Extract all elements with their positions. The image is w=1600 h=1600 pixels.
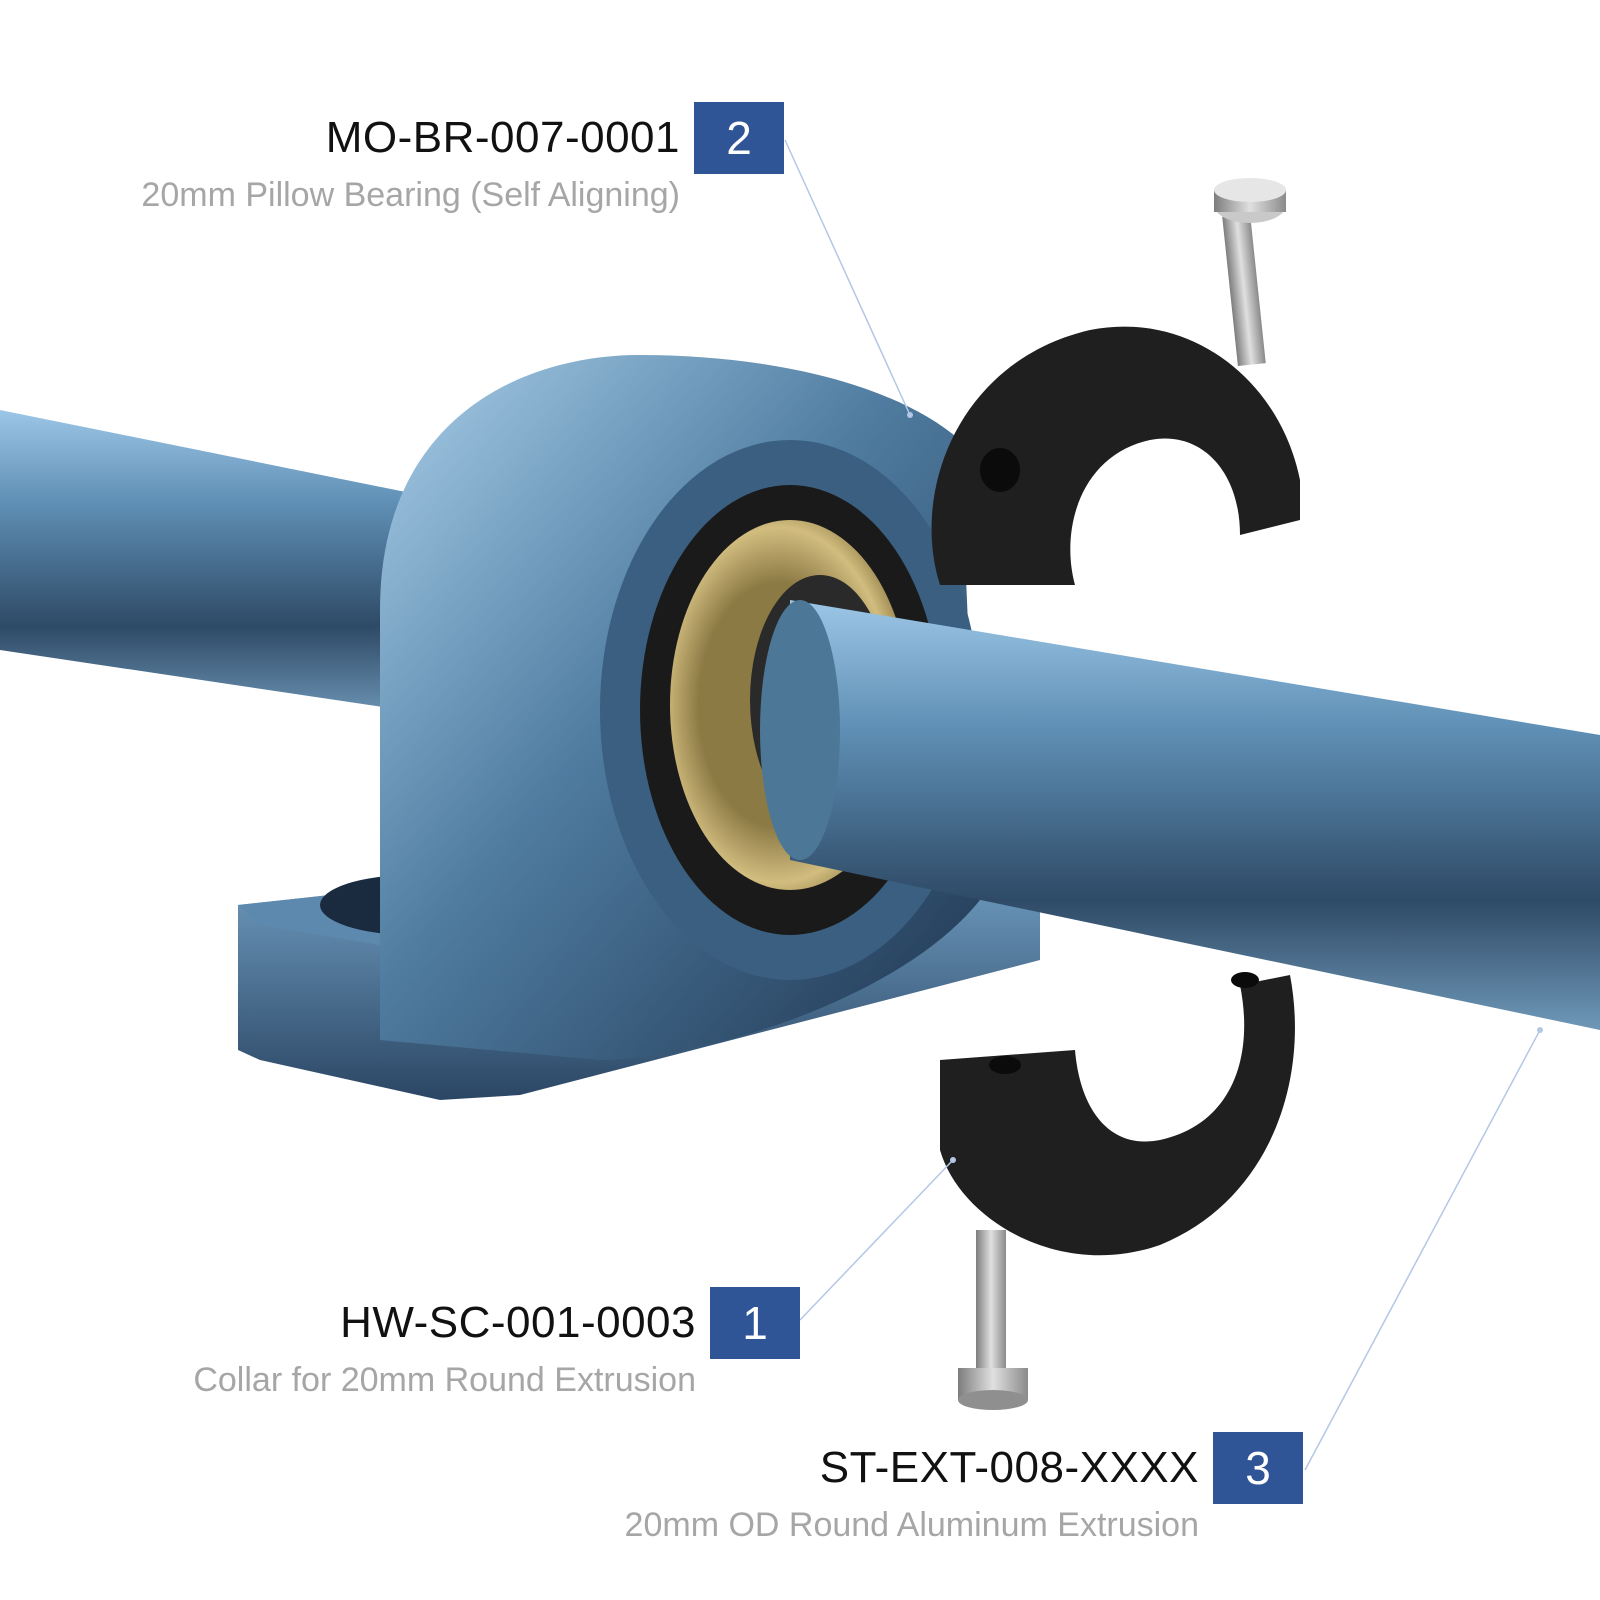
collar-upper bbox=[931, 326, 1300, 585]
part-number: HW-SC-001-0003 bbox=[340, 1298, 696, 1347]
screw-upper bbox=[1214, 178, 1286, 367]
extrusion-rod-left bbox=[0, 410, 470, 720]
item-number-badge: 2 bbox=[694, 102, 784, 174]
leader-line-2 bbox=[784, 139, 911, 416]
part-description: 20mm Pillow Bearing (Self Aligning) bbox=[141, 176, 680, 214]
callout-collar: HW-SC-001-0003 1 Collar for 20mm Round E… bbox=[193, 1287, 800, 1400]
collar-lower bbox=[940, 975, 1295, 1256]
part-number: ST-EXT-008-XXXX bbox=[819, 1443, 1199, 1492]
part-description: 20mm OD Round Aluminum Extrusion bbox=[624, 1506, 1199, 1544]
part-description: Collar for 20mm Round Extrusion bbox=[193, 1361, 696, 1399]
extrusion-rod-right bbox=[790, 600, 1600, 1030]
part-number: MO-BR-007-0001 bbox=[325, 113, 680, 162]
leader-line-3 bbox=[1304, 1029, 1541, 1471]
screw-lower bbox=[958, 1230, 1028, 1410]
item-number-badge: 3 bbox=[1213, 1432, 1303, 1504]
leader-line-1 bbox=[799, 1159, 954, 1321]
collar-hole bbox=[980, 448, 1020, 492]
item-number-badge: 1 bbox=[710, 1287, 800, 1359]
callout-extrusion: ST-EXT-008-XXXX 3 20mm OD Round Aluminum… bbox=[625, 1432, 1303, 1545]
callout-pillow-bearing: MO-BR-007-0001 2 20mm Pillow Bearing (Se… bbox=[141, 102, 784, 215]
